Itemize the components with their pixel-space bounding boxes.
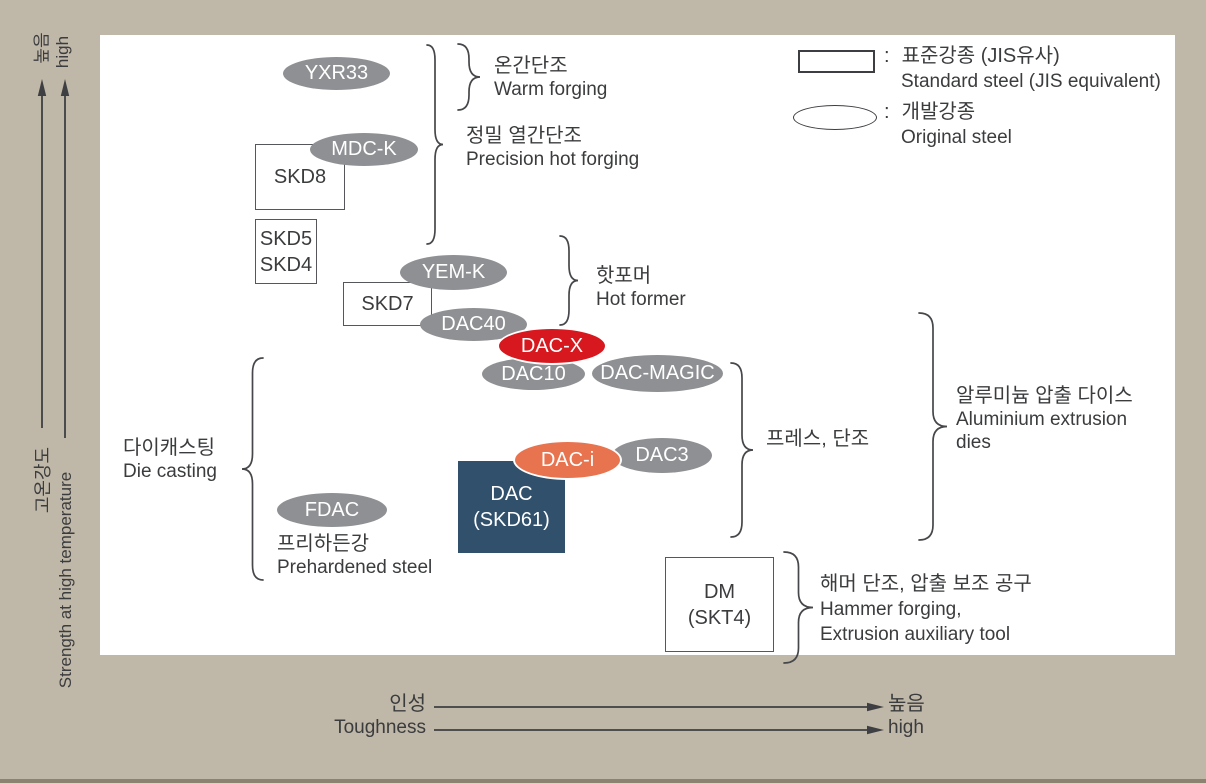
group-label-prehardened-steel: 프리하든강 Prehardened steel: [277, 533, 433, 578]
legend-standard-steel: : 표준강종 (JIS유사) Standard steel (JIS equiv…: [884, 44, 1161, 94]
legend-original-ko: 개발강종: [901, 101, 976, 123]
y-axis-title-ko: 고온강도: [33, 446, 53, 514]
x-axis-high-labels: 높음 high: [888, 693, 925, 739]
node-label: SKD8: [273, 166, 327, 188]
y-axis-title-en: Strength at high temperature: [56, 471, 75, 689]
x-axis-titles: 인성 Toughness: [280, 693, 426, 739]
node-yem-k: YEM-K: [400, 255, 507, 290]
legend-colon: :: [884, 101, 890, 123]
legend-original-en: Original steel: [901, 127, 1012, 148]
node-label: DM: [703, 580, 736, 603]
node-fdac: FDAC: [277, 493, 387, 527]
x-axis-arrowhead-en: [867, 725, 884, 735]
group-label-die-casting: 다이캐스팅 Die casting: [123, 437, 217, 482]
legend-colon: :: [884, 45, 890, 67]
node-label: DAC3: [635, 444, 689, 466]
group-label-hammer-forging: 해머 단조, 압출 보조 공구 Hammer forging, Extrusio…: [820, 573, 1032, 645]
legend-original-steel-swatch: [793, 105, 877, 130]
legend-original-steel: : 개발강종 Original steel: [884, 100, 1012, 150]
node-label: YXR33: [304, 62, 369, 84]
node-label: SKD5: [259, 227, 313, 250]
group-label-precision-hot-forging: 정밀 열간단조 Precision hot forging: [466, 125, 640, 170]
node-skd5-skd4: SKD5 SKD4: [255, 219, 317, 284]
node-dac3: DAC3: [612, 438, 712, 473]
node-label: (SKD61): [473, 509, 550, 531]
legend-standard-en: Standard steel (JIS equivalent): [901, 71, 1161, 92]
node-label: FDAC: [304, 498, 360, 521]
node-label: SKD7: [361, 293, 414, 315]
y-axis-high-label-ko: 높음: [32, 32, 52, 64]
node-label: DAC-i: [540, 448, 595, 471]
node-label: MDC-K: [331, 138, 397, 160]
x-axis-title-en: Toughness: [334, 717, 426, 738]
node-label: DAC-MAGIC: [600, 362, 715, 384]
x-axis-high-label-ko: 높음: [888, 693, 925, 715]
node-dac-i: DAC-i: [513, 440, 622, 480]
node-label: (SKT4): [687, 606, 752, 629]
node-dac-x: DAC-X: [497, 327, 607, 365]
plot-area: [100, 35, 1175, 655]
y-axis-arrowhead-en: [60, 79, 70, 96]
node-label: DAC: [490, 483, 533, 505]
group-label-hot-former: 핫포머 Hot former: [596, 265, 686, 310]
x-axis-high-label-en: high: [888, 717, 924, 738]
node-label: SKD4: [259, 253, 313, 276]
node-mdc-k: MDC-K: [310, 133, 418, 166]
node-yxr33: YXR33: [283, 57, 390, 90]
node-label: DAC40: [441, 313, 506, 335]
node-dm-skt4: DM (SKT4): [665, 557, 774, 652]
x-axis-title-ko: 인성: [389, 693, 426, 715]
bottom-border-bar: [0, 779, 1206, 783]
group-label-aluminium-extrusion-dies: 알루미늄 압출 다이스 Aluminium extrusion dies: [956, 385, 1133, 453]
node-skd7: SKD7: [343, 282, 432, 326]
node-dac-magic: DAC-MAGIC: [592, 355, 723, 392]
node-label: DAC-X: [520, 334, 584, 357]
x-axis-arrowhead-ko: [867, 702, 884, 712]
node-label: DAC10: [501, 362, 566, 385]
legend-standard-steel-swatch: [798, 50, 875, 73]
node-label: YEM-K: [421, 261, 486, 283]
group-label-press-forging: 프레스, 단조: [766, 428, 870, 450]
group-label-warm-forging: 온간단조 Warm forging: [494, 55, 608, 100]
y-axis-arrowhead-ko: [37, 79, 47, 96]
legend-standard-ko: 표준강종 (JIS유사): [901, 45, 1060, 67]
y-axis-high-label-en: high: [53, 35, 72, 69]
